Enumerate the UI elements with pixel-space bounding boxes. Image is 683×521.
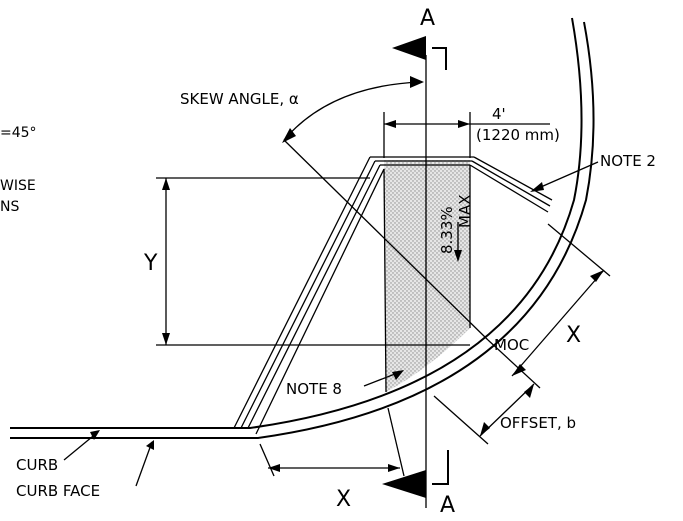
- y-arrow-top: [162, 178, 170, 190]
- note-8-arrow: [392, 370, 404, 380]
- ramp-left-side: [383, 168, 387, 393]
- x-bottom-label: X: [336, 487, 351, 512]
- width-arrow-right: [458, 120, 470, 128]
- skew-arrow-left: [282, 128, 296, 143]
- y-arrow-bottom: [162, 333, 170, 345]
- offset-ext-a: [487, 339, 541, 389]
- moc-label: MOC: [494, 336, 529, 354]
- offset-arrow-b: [480, 422, 490, 436]
- x-bottom-arrow-right: [388, 464, 400, 472]
- right-flare: [469, 156, 553, 213]
- note-2-label: NOTE 2: [600, 152, 656, 170]
- cut-ns-text: NS: [0, 199, 19, 215]
- skew-line: [283, 139, 489, 341]
- section-arrow-bottom: [382, 470, 426, 498]
- note-2-leader: [533, 161, 599, 191]
- note-2-arrow: [530, 182, 544, 192]
- ramp-top-edges: [370, 156, 474, 166]
- section-label-bottom: A: [440, 493, 455, 518]
- x-right-ext-top: [547, 223, 611, 277]
- offset-ext-b: [433, 395, 489, 445]
- note-8-label: NOTE 8: [286, 380, 342, 398]
- x-right-dim-line: [511, 269, 605, 377]
- skew-angle-arc: [283, 81, 421, 141]
- curb-arrow: [90, 430, 100, 440]
- curb-face-line: [10, 21, 595, 439]
- skew-angle-label: SKEW ANGLE, α: [180, 90, 299, 108]
- x-bottom-ext-right: [387, 407, 405, 477]
- x-bottom-ext-left: [259, 443, 275, 477]
- section-arrow-top: [392, 36, 426, 60]
- x-right-arrow-bottom: [512, 364, 526, 376]
- x-right-label: X: [566, 323, 581, 348]
- curb-label: CURB: [16, 456, 58, 474]
- cut-angle-text: =45°: [0, 125, 37, 141]
- x-bottom-arrow-left: [268, 464, 280, 472]
- width-mm-label: (1220 mm): [476, 126, 560, 144]
- curb-face-label: CURB FACE: [16, 482, 100, 500]
- curb-line: [10, 17, 583, 429]
- section-bracket-top: [432, 47, 447, 70]
- section-label-top: A: [420, 6, 435, 31]
- slope-arrow-head: [454, 250, 462, 262]
- slope-label: 8.33%: [438, 206, 456, 254]
- skew-arrow-right: [410, 76, 424, 88]
- offset-arrow-a: [524, 384, 534, 398]
- width-arrow-left: [384, 120, 396, 128]
- x-right-arrow-top: [590, 270, 604, 282]
- slope-max-label: MAX: [456, 195, 474, 228]
- cut-wise-text: WISE: [0, 178, 36, 194]
- width-ft-label: 4': [492, 105, 506, 123]
- offset-label: OFFSET, b: [500, 414, 576, 432]
- y-label: Y: [143, 251, 158, 276]
- curb-face-leader: [135, 441, 153, 487]
- curb-face-arrow: [146, 440, 154, 450]
- section-bracket-bottom: [432, 450, 449, 485]
- ramp-area: [384, 160, 470, 392]
